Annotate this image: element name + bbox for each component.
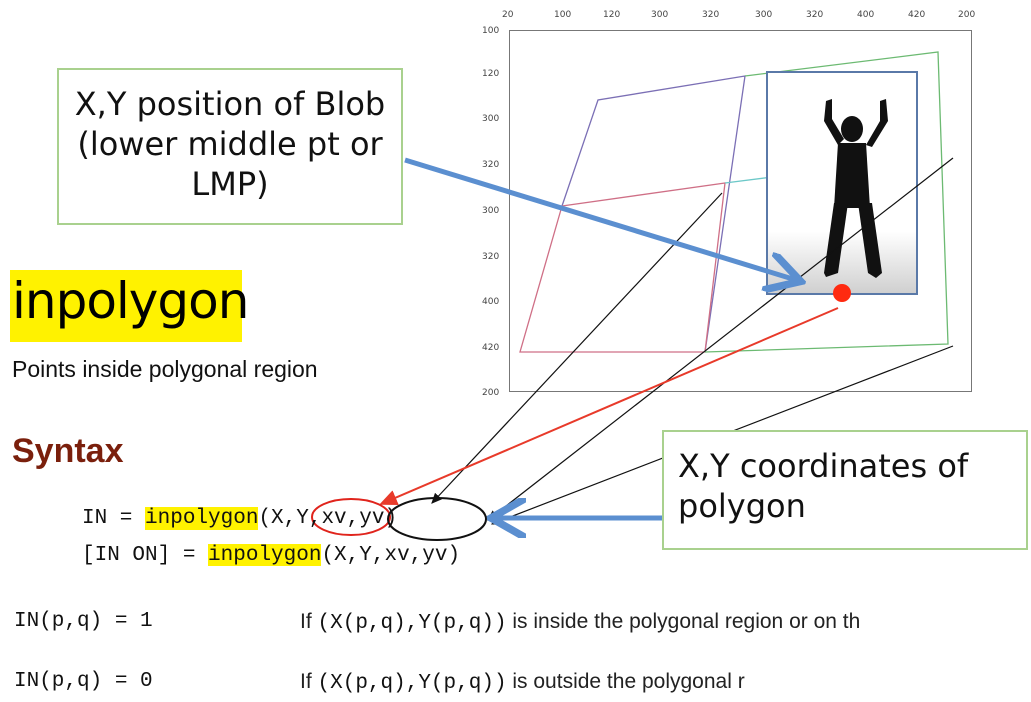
point-expression: (X(p,q),Y(p,q)) <box>317 672 507 695</box>
x-tick: 420 <box>908 10 926 20</box>
y-tick: 300 <box>482 114 500 124</box>
if-word: If <box>300 670 318 693</box>
xy-ellipse <box>311 498 391 536</box>
x-tick: 100 <box>554 10 572 20</box>
syntax-line: [IN ON] = inpolygon(X,Y,xv,yv) <box>82 544 460 566</box>
x-tick: 300 <box>651 10 669 20</box>
point-expression: (X(p,q),Y(p,q)) <box>317 612 507 635</box>
syntax-line: IN = inpolygon(X,Y,xv,yv) <box>82 507 397 530</box>
syntax-function: inpolygon <box>145 507 259 530</box>
callout-blob-line: (lower middle pt or <box>77 125 383 163</box>
callout-blob-position: X,Y position of Blob (lower middle pt or… <box>57 68 403 225</box>
x-tick: 320 <box>806 10 824 20</box>
syntax-prefix: [IN ON] = <box>82 544 209 566</box>
arrow-blue-blob <box>404 157 796 280</box>
return-code: IN(p,q) = 1 <box>14 610 153 633</box>
syntax-heading: Syntax <box>12 432 124 470</box>
y-tick: 320 <box>482 252 500 262</box>
page-title: inpolygon <box>12 272 249 330</box>
region-green <box>704 51 949 353</box>
y-tick: 320 <box>482 160 500 170</box>
return-description: If (X(p,q),Y(p,q)) is outside the polygo… <box>300 670 745 695</box>
x-tick: 120 <box>603 10 621 20</box>
xvyv-ellipse <box>387 497 487 541</box>
region-purple <box>561 75 746 353</box>
y-tick: 200 <box>482 388 500 398</box>
x-tick: 20 <box>502 10 514 20</box>
x-tick: 320 <box>702 10 720 20</box>
person-silhouette-icon <box>824 99 888 278</box>
blob-point-marker <box>833 284 851 302</box>
y-tick: 400 <box>482 297 500 307</box>
callout-poly-line: X,Y coordinates of <box>678 447 969 485</box>
title-highlight <box>10 270 242 342</box>
callout-poly-line: polygon <box>678 487 806 525</box>
x-tick: 200 <box>958 10 976 20</box>
y-tick: 420 <box>482 343 500 353</box>
syntax-function: inpolygon <box>208 544 322 566</box>
return-code: IN(p,q) = 0 <box>14 670 153 693</box>
syntax-args: (X,Y,xv,yv) <box>321 544 461 566</box>
y-tick: 120 <box>482 69 500 79</box>
y-tick: 300 <box>482 206 500 216</box>
page-subtitle: Points inside polygonal region <box>12 356 318 382</box>
callout-blob-line: LMP) <box>191 165 269 203</box>
callout-polygon-coords: X,Y coordinates of polygon <box>662 430 1028 550</box>
y-tick: 100 <box>482 26 500 36</box>
return-description: If (X(p,q),Y(p,q)) is inside the polygon… <box>300 610 860 635</box>
x-tick: 300 <box>755 10 773 20</box>
arrow-xv-top <box>487 157 954 521</box>
syntax-prefix: IN = <box>82 507 146 530</box>
description-text: is outside the polygonal r <box>506 670 745 693</box>
x-tick: 400 <box>857 10 875 20</box>
callout-blob-line: X,Y position of Blob <box>74 85 386 123</box>
if-word: If <box>300 610 318 633</box>
arrow-red-dot <box>379 307 839 506</box>
syntax-args: (X,Y,xv,yv) <box>258 507 398 530</box>
description-text: is inside the polygonal region or on th <box>506 610 861 633</box>
